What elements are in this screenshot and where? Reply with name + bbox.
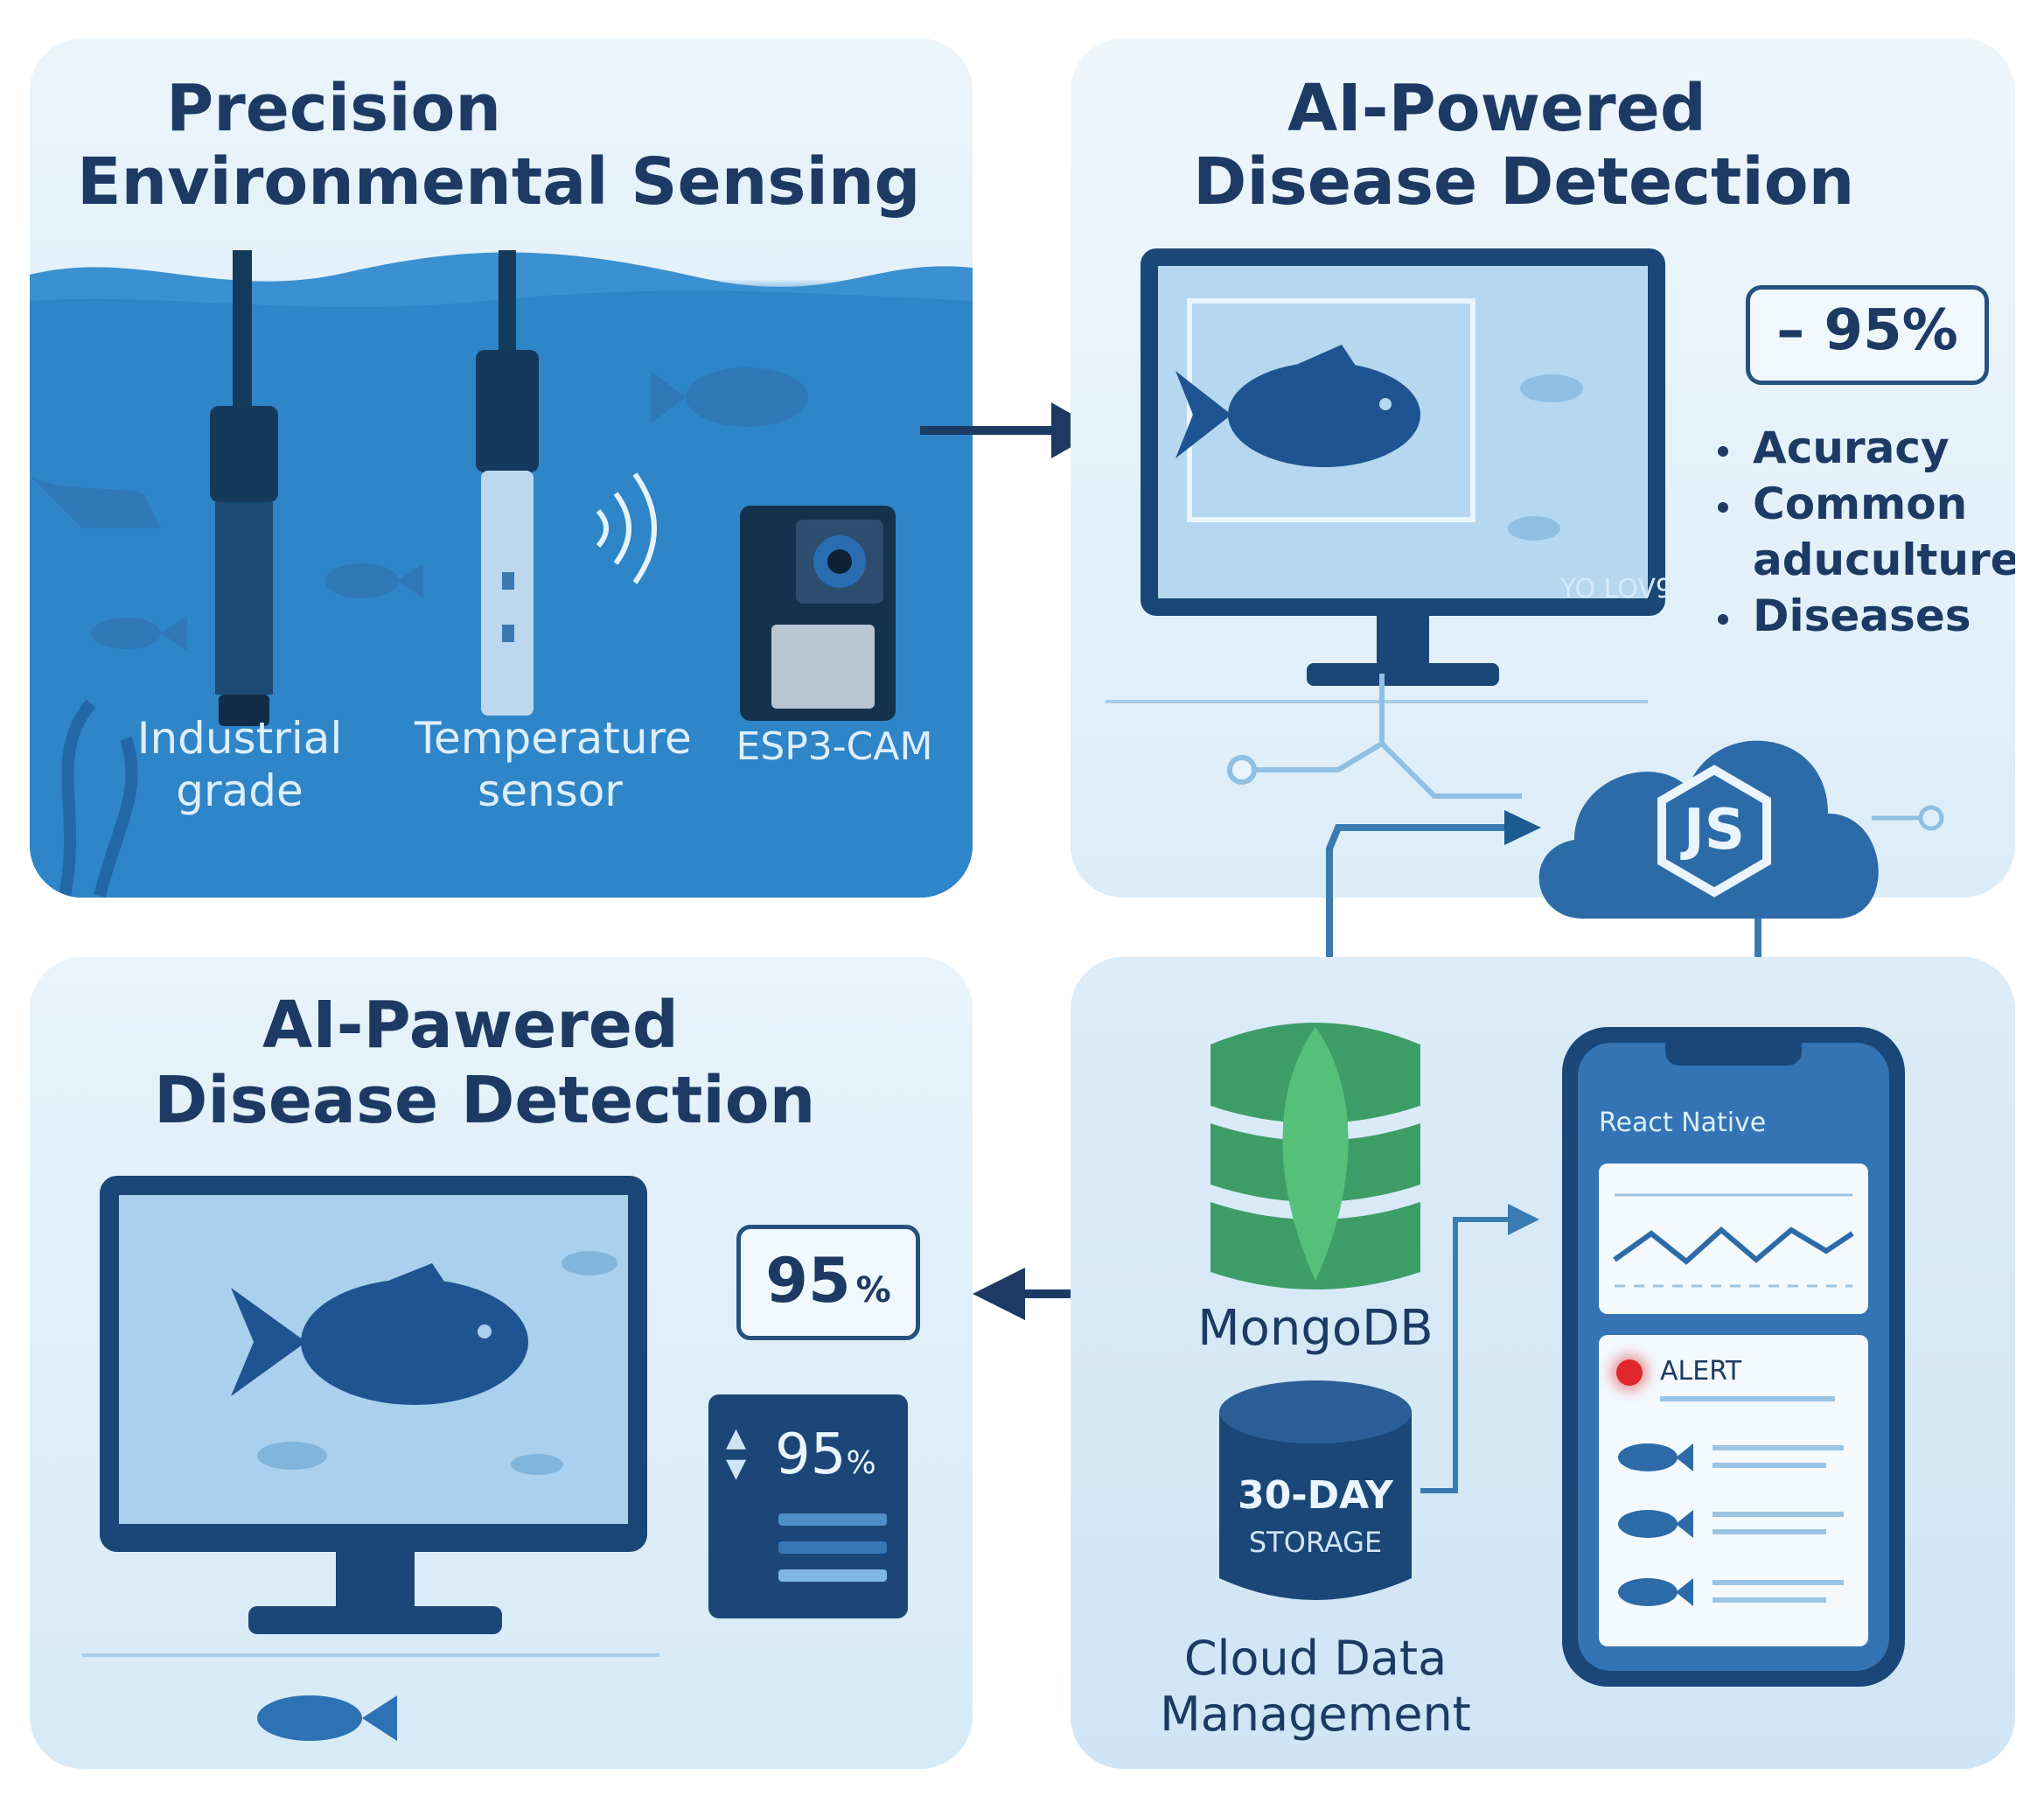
fish-list: [1618, 1443, 1844, 1606]
bullet-item-continued: aduculture: [1753, 535, 2015, 585]
chart-card: [1599, 1164, 1868, 1314]
sensor1-label-line2: grade: [176, 765, 303, 816]
card-bar: [778, 1541, 887, 1554]
sensing-title-line1: Precision: [166, 71, 502, 146]
mongodb-icon: [1210, 1023, 1420, 1289]
phone-screen: React Native ALERT: [1578, 1043, 1889, 1671]
background-fish-icon: [30, 367, 808, 651]
screen-caption: YO LOV9: [1559, 574, 1672, 604]
storage-line2: STORAGE: [1248, 1526, 1383, 1559]
cloud-icon-label: JS: [1680, 798, 1745, 863]
sensing-panel: Precision Environmental Sensing: [30, 38, 973, 898]
seaweed-icon: [59, 699, 138, 898]
sensor2-label-line1: Temperature: [415, 713, 692, 764]
mongodb-label: MongoDB: [1197, 1300, 1434, 1357]
monitor-icon-bottom: [82, 1176, 659, 1657]
sensor1-label-line1: Industrial: [136, 713, 343, 764]
detection-bottom-title-line2: Disease Detection: [154, 1063, 816, 1138]
alert-card: ALERT: [1599, 1335, 1868, 1646]
card-bar: [778, 1569, 887, 1582]
detection-bottom-panel: AI-Pawered Disease Detection 95% ▲▼ 95%: [30, 957, 973, 1769]
fish-icon: [1618, 1443, 1693, 1606]
fish-icon: [231, 1263, 528, 1405]
wireless-signal-icon: [596, 472, 657, 584]
phone-icon: React Native ALERT: [1562, 1027, 1905, 1687]
cloud-icon: JS: [1538, 740, 1944, 919]
nodejs-icon: [1657, 765, 1771, 898]
monitor-icon: [1106, 248, 1665, 703]
storage-connector: [1420, 1204, 1539, 1493]
bullet-item: Acuracy: [1718, 420, 2015, 476]
detection-top-panel: AI-Powered Disease Detection YO LOV9 – 9…: [1071, 38, 2015, 898]
accuracy-badge-text: – 95%: [1776, 298, 1958, 363]
alert-label: ALERT: [1660, 1356, 1742, 1387]
esp32-cam-board-icon: [740, 506, 896, 721]
accuracy-badge: – 95%: [1746, 285, 1989, 385]
small-fish-icon: [257, 1695, 397, 1741]
badge-unit: %: [855, 1270, 891, 1310]
temperature-sensor-icon: [476, 250, 539, 716]
sensor3-label: ESP3-CAM: [736, 724, 933, 769]
up-down-icon: ▲▼: [726, 1422, 747, 1484]
fish-icon: [1175, 345, 1420, 467]
storage-line1: 30-DAY: [1238, 1473, 1393, 1518]
accuracy-badge-bottom: 95%: [736, 1225, 920, 1340]
detection-bottom-title-line1: AI-Pawered: [262, 988, 679, 1063]
cloud-panel: MongoDB 30-DAY STORAGE Cloud Data Manage…: [1071, 957, 2015, 1769]
bullet-item: Common: [1718, 476, 2015, 532]
card-bar: [778, 1513, 887, 1526]
sensor2-label-line2: sensor: [478, 765, 623, 816]
detection-top-title-line2: Disease Detection: [1193, 144, 1855, 220]
underwater-scene: [30, 250, 973, 898]
accuracy-card: ▲▼ 95%: [708, 1394, 908, 1618]
line-chart-icon: [1613, 1193, 1854, 1288]
phone-header-title: React Native: [1599, 1108, 1767, 1138]
card-unit: %: [846, 1445, 876, 1481]
industrial-probe-icon: [210, 250, 278, 726]
leaf-icon: [1282, 1027, 1349, 1281]
caption-line1: Cloud Data: [1183, 1631, 1448, 1686]
alert-dot-icon: [1616, 1359, 1643, 1386]
phone-notch: [1665, 1043, 1802, 1066]
accuracy-bullet-list: Acuracy Common aduculture Diseases: [1718, 420, 2015, 644]
detection-top-title-line1: AI-Powered: [1287, 71, 1706, 146]
bullet-item: Diseases: [1718, 588, 2015, 644]
storage-cylinder-icon: [1219, 1380, 1412, 1600]
sensing-title-line2: Environmental Sensing: [77, 144, 921, 220]
badge-number: 95: [765, 1245, 851, 1317]
card-value: 95: [775, 1422, 847, 1487]
caption-line2: Management: [1160, 1687, 1471, 1742]
